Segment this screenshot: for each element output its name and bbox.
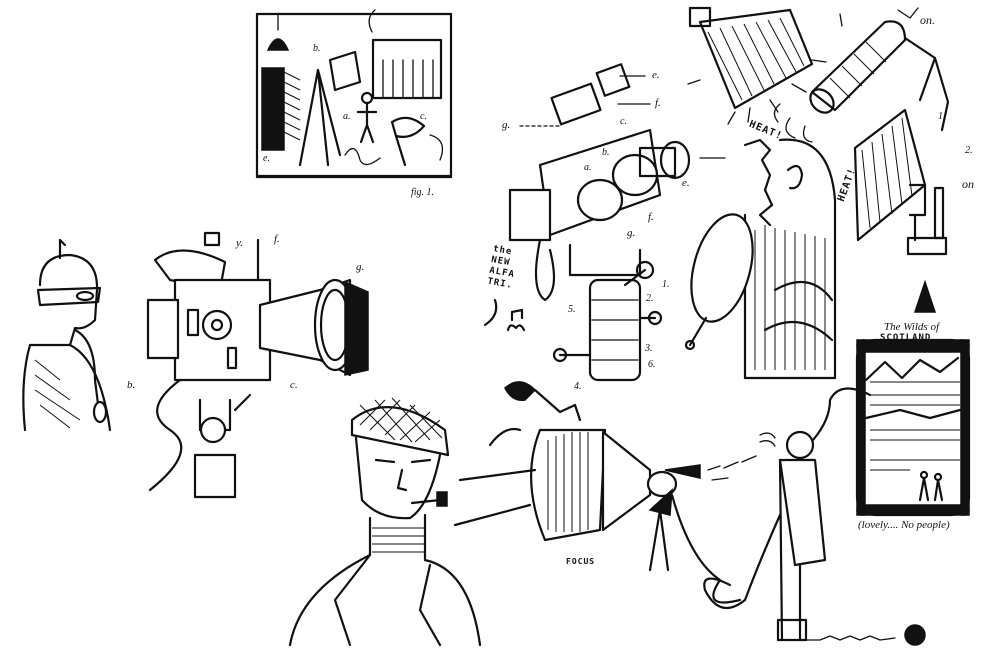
heater-body [810, 20, 907, 112]
tripod-base [193, 453, 237, 499]
panel-frame [255, 12, 453, 179]
rocket-heater [773, 7, 950, 143]
film-camera [146, 231, 369, 499]
blindfold-head [38, 253, 99, 347]
dark-doorway [261, 67, 285, 151]
callout-c-scene: c. [420, 111, 427, 122]
callout-b-scene: b. [313, 43, 321, 54]
man-with-cap-and-pipe [288, 397, 482, 647]
scotland-picture [855, 338, 971, 517]
lens-1 [576, 178, 624, 222]
on-label-heater: on. [920, 13, 935, 27]
callout-5: 5. [568, 304, 576, 315]
callout-f-film: f. [274, 233, 280, 245]
callout-e-top: e. [652, 69, 660, 81]
callout-2: 2. [646, 293, 654, 304]
man-with-hose [703, 387, 926, 646]
small-monitor [203, 231, 221, 247]
flat-cap [350, 406, 450, 457]
callout-g-left: g. [502, 119, 511, 131]
callout-b-film: b. [127, 379, 136, 391]
callout-c-camera: c. [620, 116, 627, 127]
callout-1: 1. [662, 279, 670, 290]
viewfinder-2 [595, 63, 631, 97]
face-profile [743, 138, 774, 227]
actor-figure [356, 101, 378, 144]
coat-figure [778, 458, 827, 567]
callout-g-film: g. [356, 261, 365, 273]
camera-handle-block [508, 188, 552, 242]
tripod-head [588, 278, 642, 382]
projector-drum [530, 428, 607, 542]
wilds-of-label: The Wilds of [884, 321, 940, 333]
ball-and-chain-icon [904, 624, 926, 646]
callout-y-film: y. [236, 237, 244, 249]
film-magazine [146, 298, 180, 360]
ear-icon [786, 164, 804, 190]
radiant-heat-panel [853, 108, 948, 313]
on-label-panel: on [962, 177, 974, 191]
callout-g-lens: g. [627, 227, 636, 239]
callout-f-top: f. [655, 97, 661, 109]
music-note-icon [506, 308, 526, 332]
reflector-flat [328, 50, 362, 92]
hanging-lamp-icon [266, 38, 290, 51]
heat-lamp [687, 6, 827, 125]
studio-scene-panel [255, 9, 453, 179]
callout-b-camera: b. [602, 147, 610, 158]
focus-projector [453, 298, 757, 604]
callout-a-scene: a. [343, 111, 351, 122]
reflector-mirror [690, 213, 754, 323]
alfa-tri-camera [508, 63, 726, 382]
callout-6: 6. [648, 359, 656, 370]
focus-label: FOCUS [566, 557, 596, 566]
figure-caption: fig. 1. [411, 187, 435, 198]
blindfolded-man [22, 238, 112, 432]
callout-a-camera: a. [584, 162, 592, 173]
heat-brush-icon [913, 279, 937, 313]
callout-1-heater: 1. [938, 111, 946, 122]
scotland-label: SCOTLAND [880, 333, 932, 343]
heat-lamp-hood [698, 8, 814, 110]
callout-3: 3. [645, 343, 653, 354]
bird-icon [504, 381, 537, 401]
callout-e-lens: e. [682, 177, 690, 189]
lovely-caption: (lovely.... No people) [858, 519, 950, 531]
callout-e-scene: e. [263, 153, 270, 164]
callout-4: 4. [574, 381, 582, 392]
profile-man-with-ear [684, 138, 837, 380]
callout-c-film: c. [290, 379, 298, 391]
microphone-icon [390, 116, 426, 138]
viewfinder-1 [550, 82, 602, 126]
callout-2-heater: 2. [965, 145, 973, 156]
callout-f-lens: f. [648, 211, 654, 223]
